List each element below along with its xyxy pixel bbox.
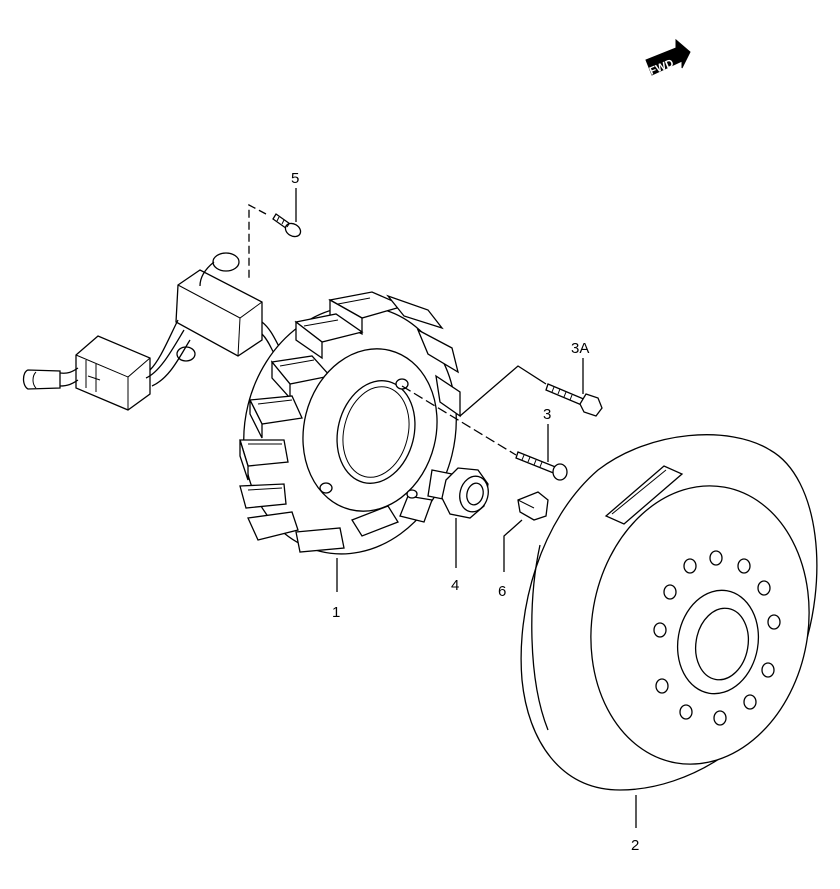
leader-5	[248, 188, 297, 280]
bolt-alignment-lines	[401, 365, 547, 456]
nut-part-4	[441, 467, 489, 519]
leader-6	[503, 519, 523, 572]
callout-3a: 3A	[571, 340, 589, 357]
flywheel-rotor-part-2	[520, 434, 818, 791]
callout-1: 1	[332, 604, 340, 621]
screw-part-5	[272, 213, 302, 238]
stator-part-1	[239, 291, 461, 555]
callout-4: 4	[451, 577, 459, 594]
fwd-direction-badge: FWD	[645, 38, 691, 78]
callout-3: 3	[543, 406, 551, 423]
callout-2: 2	[631, 837, 639, 854]
callout-5: 5	[291, 170, 299, 187]
bolt-part-3	[515, 451, 568, 481]
wiring-harness	[22, 252, 283, 411]
callout-6: 6	[498, 583, 506, 600]
bolt-part-3a	[545, 383, 603, 417]
key-part-6	[517, 491, 549, 521]
